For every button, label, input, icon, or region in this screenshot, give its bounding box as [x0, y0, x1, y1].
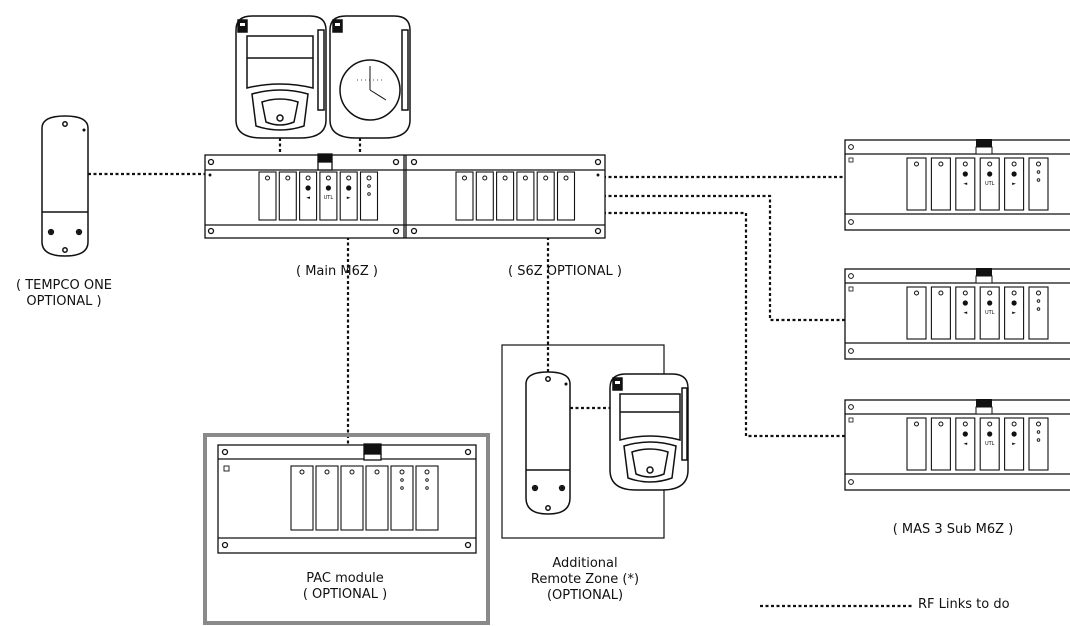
remote-zone-label: Additional Remote Zone (*) (OPTIONAL) [530, 556, 640, 603]
module-slot: ◄ [955, 286, 976, 340]
slot-mark: ► [1012, 441, 1016, 447]
module-slot [290, 465, 314, 531]
connector [976, 139, 992, 147]
module-slot [1028, 157, 1049, 211]
tempco-one-label: ( TEMPCO ONE OPTIONAL ) [15, 278, 113, 309]
mount-mark [848, 417, 854, 423]
sensor-device-2 [329, 15, 411, 139]
pac-module-label: PAC module ( OPTIONAL ) [302, 571, 388, 602]
tempco-one-device [41, 115, 89, 257]
mount-mark [848, 157, 854, 163]
mas-sub-module-1: ◄ UTL ► [844, 139, 1070, 231]
module-slot: UTL [979, 157, 1000, 211]
screw-hole [848, 273, 854, 279]
screw-hole [848, 404, 854, 410]
module-slot [930, 157, 951, 211]
slot-mark: ◄ [963, 181, 967, 187]
slot-mark: UTL [985, 181, 995, 187]
slot-mark: UTL [324, 195, 334, 201]
module-slot [278, 171, 297, 221]
connector [976, 268, 992, 276]
module-slot [390, 465, 414, 531]
module-slot: UTL [319, 171, 338, 221]
module-slot: ◄ [955, 157, 976, 211]
rf-link-mas-2 [603, 194, 848, 322]
mas-sub-module-3: ◄ UTL ► [844, 399, 1070, 491]
connector [976, 399, 992, 407]
module-slot [475, 171, 494, 221]
s6z-slots [455, 171, 576, 221]
module-slot [340, 465, 364, 531]
module-slot [359, 171, 379, 221]
slot-mark: ◄ [963, 310, 967, 316]
module-slot [365, 465, 389, 531]
module-slot [930, 417, 951, 471]
pac-slots [290, 465, 439, 531]
rf-link-mas-3 [603, 211, 845, 438]
slot-mark: ► [347, 195, 351, 201]
legend-label: RF Links to do [918, 597, 1010, 612]
s6z-optional-label: ( S6Z OPTIONAL ) [508, 264, 622, 279]
module-slot: ◄ [299, 171, 318, 221]
module-slot [556, 171, 576, 221]
module-slot [906, 157, 927, 211]
module-slot [906, 286, 927, 340]
mount-mark [848, 286, 854, 292]
module-slot [258, 171, 277, 221]
module-slot: ► [1004, 417, 1025, 471]
mas-sub-m6z-label: ( MAS 3 Sub M6Z ) [892, 522, 1014, 537]
slot-mark: ◄ [306, 195, 310, 201]
module-slot [1028, 286, 1049, 340]
screw-hole [848, 219, 854, 225]
module-slot [536, 171, 555, 221]
main-m6z-slots: ◄ UTL ► [258, 171, 379, 221]
slot-mark: ► [1012, 310, 1016, 316]
module-slot [315, 465, 339, 531]
module-slot: ◄ [955, 417, 976, 471]
slot-mark: UTL [985, 441, 995, 447]
screw-hole [848, 479, 854, 485]
connector-base [975, 275, 993, 284]
remote-zone-sensor [609, 373, 689, 491]
rf-links [88, 138, 914, 608]
module-slot [415, 465, 439, 531]
module-slot [930, 286, 951, 340]
module-slot [906, 417, 927, 471]
mas-sub-module-2: ◄ UTL ► [844, 268, 1070, 360]
module-slot [496, 171, 515, 221]
module-slot: ► [1004, 157, 1025, 211]
module-slot: UTL [979, 286, 1000, 340]
module-slot [455, 171, 474, 221]
screw-hole [848, 144, 854, 150]
remote-zone-tempco [525, 371, 571, 515]
module-slot: ► [339, 171, 358, 221]
slot-mark: ► [1012, 181, 1016, 187]
module-slot: UTL [979, 417, 1000, 471]
slot-mark: UTL [985, 310, 995, 316]
connector-base [975, 146, 993, 155]
pac-frame [203, 433, 490, 625]
sensor-device-1 [235, 15, 327, 139]
connector-base [975, 406, 993, 415]
main-m6z-label: ( Main M6Z ) [296, 264, 378, 279]
module-slot: ► [1004, 286, 1025, 340]
slot-mark: ◄ [963, 441, 967, 447]
screw-hole [848, 348, 854, 354]
module-slot [516, 171, 535, 221]
module-slot [1028, 417, 1049, 471]
